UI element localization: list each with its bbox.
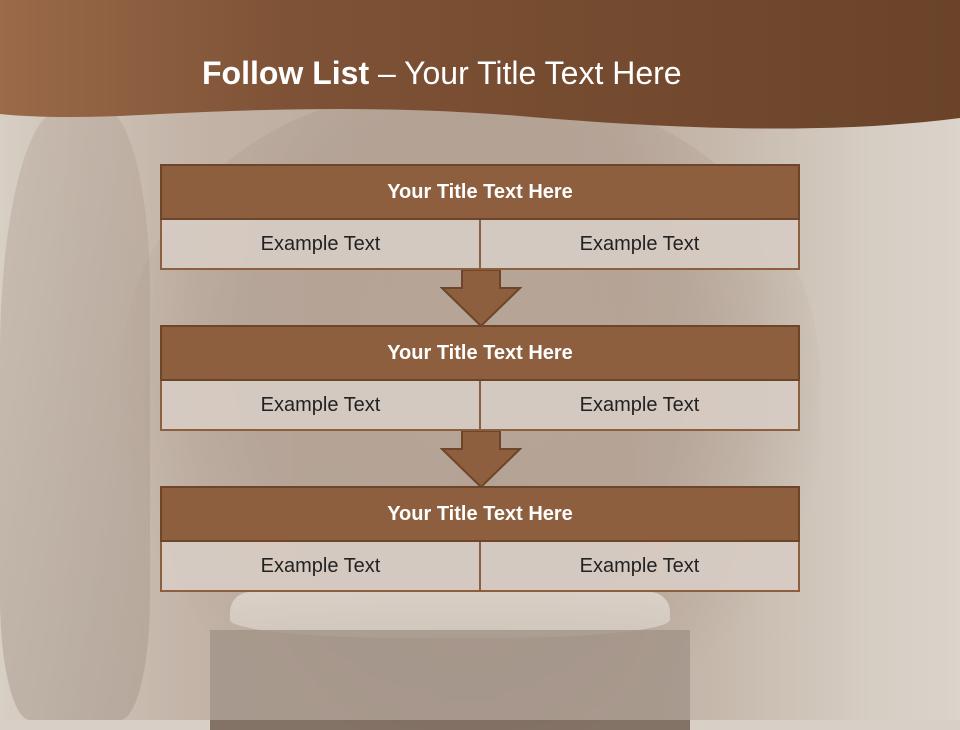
block-cell-left: Example Text <box>160 381 480 431</box>
block-cell-right: Example Text <box>480 542 800 592</box>
list-block-3: Your Title Text Here Example Text Exampl… <box>160 486 800 592</box>
block-title: Your Title Text Here <box>160 164 800 220</box>
slide-title: Follow List – Your Title Text Here <box>202 55 682 92</box>
block-cell-right: Example Text <box>480 381 800 431</box>
header-band <box>0 0 960 129</box>
down-arrow-icon <box>440 431 522 489</box>
block-row: Example Text Example Text <box>160 220 800 270</box>
slide-title-rest: – Your Title Text Here <box>369 55 682 91</box>
block-title: Your Title Text Here <box>160 486 800 542</box>
list-block-1: Your Title Text Here Example Text Exampl… <box>160 164 800 270</box>
list-block-2: Your Title Text Here Example Text Exampl… <box>160 325 800 431</box>
block-row: Example Text Example Text <box>160 381 800 431</box>
down-arrow-icon <box>440 270 522 328</box>
block-row: Example Text Example Text <box>160 542 800 592</box>
block-title: Your Title Text Here <box>160 325 800 381</box>
slide-title-bold: Follow List <box>202 55 370 91</box>
block-cell-left: Example Text <box>160 220 480 270</box>
block-cell-left: Example Text <box>160 542 480 592</box>
shorts-shape <box>210 630 690 730</box>
block-cell-right: Example Text <box>480 220 800 270</box>
